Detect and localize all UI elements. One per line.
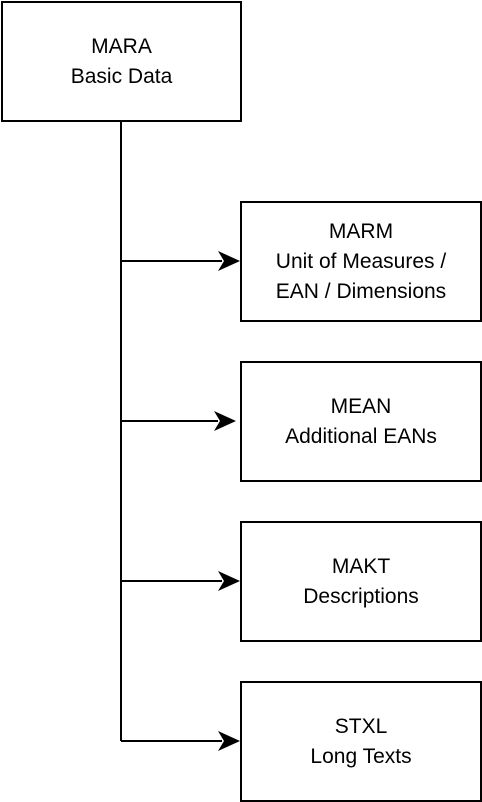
- arrowhead-marm: [218, 251, 240, 271]
- arrowhead-mean: [214, 411, 236, 431]
- makt-line1: Descriptions: [303, 584, 419, 608]
- arrowhead-stxl: [218, 731, 240, 751]
- stxl-title: STXL: [334, 714, 388, 738]
- mara-subtitle: Basic Data: [70, 64, 173, 88]
- makt-box: MAKT Descriptions: [240, 521, 482, 642]
- mara-box: MARA Basic Data: [1, 1, 242, 122]
- marm-line2: EAN / Dimensions: [275, 279, 447, 303]
- marm-line1: Unit of Measures /: [275, 249, 447, 273]
- mara-title: MARA: [91, 34, 152, 58]
- mean-title: MEAN: [330, 394, 392, 418]
- mean-box: MEAN Additional EANs: [240, 361, 482, 482]
- makt-title: MAKT: [331, 554, 391, 578]
- marm-box: MARM Unit of Measures / EAN / Dimensions: [240, 201, 482, 322]
- stxl-line1: Long Texts: [310, 744, 412, 768]
- marm-title: MARM: [328, 219, 394, 243]
- stxl-box: STXL Long Texts: [240, 681, 482, 802]
- mean-line1: Additional EANs: [285, 424, 437, 448]
- arrowhead-makt: [218, 571, 240, 591]
